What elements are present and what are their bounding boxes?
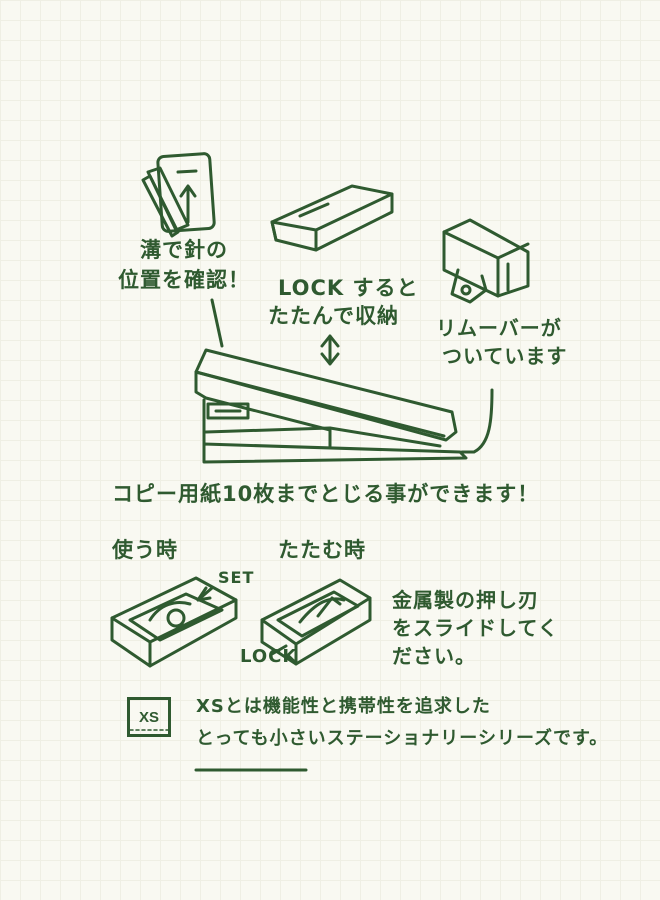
fold-mode-label: たたむ時 bbox=[278, 538, 366, 562]
groove-note-line2: 位置を確認！ bbox=[118, 268, 250, 292]
remover-leader-line bbox=[460, 388, 494, 454]
use-mode-label: 使う時 bbox=[112, 538, 178, 562]
lock-label: LOCK bbox=[240, 646, 298, 667]
fold-arrow-icon bbox=[320, 334, 340, 366]
lock-note-line1: LOCK すると bbox=[278, 276, 419, 300]
footer-emphasis: とっても小さい bbox=[196, 728, 327, 749]
stapler-main-icon bbox=[194, 348, 468, 464]
staple-strip-icon bbox=[141, 152, 216, 238]
tray-use-icon bbox=[110, 576, 238, 668]
set-label: SET bbox=[218, 568, 255, 587]
remover-note-line2: ついています bbox=[442, 344, 568, 368]
groove-note-line1: 溝で針の bbox=[140, 238, 228, 262]
footer-line2-rest: ステーショナリーシリーズです。 bbox=[326, 728, 609, 749]
footer-line2: とっても小さいステーショナリーシリーズです。 bbox=[196, 730, 608, 748]
lock-note-line2: たたんで収納 bbox=[268, 304, 399, 328]
capacity-note: コピー用紙10枚までとじる事ができます！ bbox=[112, 482, 540, 506]
xs-badge-label: XS bbox=[138, 708, 159, 726]
slide-note-line2: をスライドしてく bbox=[392, 616, 559, 640]
tray-fold-icon bbox=[260, 578, 372, 666]
remover-note-line1: リムーバーが bbox=[436, 316, 562, 340]
xs-badge: XS bbox=[127, 697, 171, 737]
groove-leader-line bbox=[210, 298, 224, 348]
slide-note-line3: ださい。 bbox=[392, 644, 476, 668]
slide-note-line1: 金属製の押し刃 bbox=[392, 588, 539, 612]
remover-closeup-icon bbox=[442, 218, 530, 304]
closed-stapler-icon bbox=[270, 184, 394, 252]
footer-line1: XSとは機能性と携帯性を追求した bbox=[196, 696, 491, 717]
